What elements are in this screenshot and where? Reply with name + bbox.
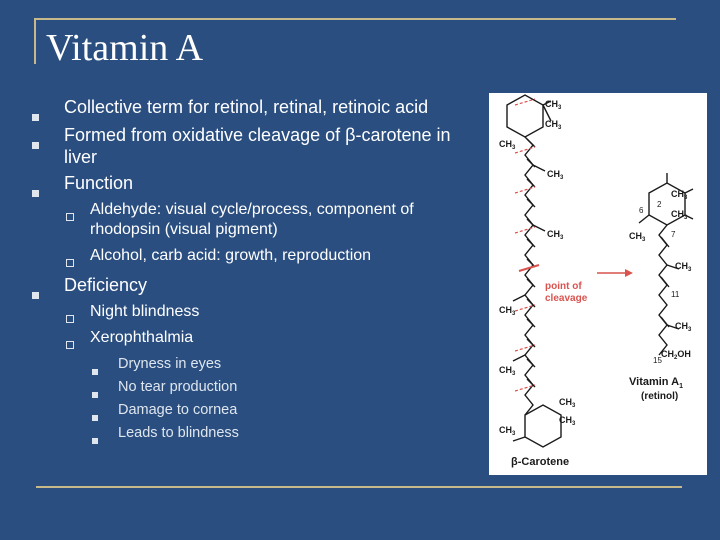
bullet-text: Xerophthalmia <box>90 329 194 346</box>
bullet-list: Collective term for retinol, retinal, re… <box>32 96 482 446</box>
ch3-label: CH3 <box>499 365 516 377</box>
ch3-label: CH3 <box>499 305 516 317</box>
square-bullet-icon <box>32 282 39 304</box>
cleavage-label-line1: point of <box>545 281 582 292</box>
bullet-item: Deficiency <box>32 274 482 299</box>
ch3-label: CH3 <box>671 209 688 221</box>
ch3-label: CH3 <box>629 231 646 243</box>
cleavage-arrow-icon <box>597 269 633 277</box>
cleavage-label-line2: cleavage <box>545 293 588 304</box>
bullet-text: Aldehyde: visual cycle/process, componen… <box>90 201 414 238</box>
top-ring <box>506 94 544 138</box>
bullet-text: Deficiency <box>64 275 148 295</box>
ch3-label: CH3 <box>547 169 564 181</box>
slide-title: Vitamin A <box>46 27 204 69</box>
ch3-label: CH3 <box>675 261 692 273</box>
sub-bullet-item: Xerophthalmia <box>32 328 482 349</box>
ch3-label: CH3 <box>559 415 576 427</box>
outline-square-bullet-icon <box>66 253 74 273</box>
sub-bullet-item: Alcohol, carb acid: growth, reproduction <box>32 246 482 267</box>
bullet-text: No tear production <box>118 379 238 395</box>
bullet-text: Night blindness <box>90 303 200 320</box>
frame-bottom-line <box>36 486 682 488</box>
bullet-text: Damage to cornea <box>118 402 238 418</box>
bottom-ring <box>524 404 562 448</box>
square-bullet-icon <box>92 361 98 381</box>
carbon-number: 11 <box>671 290 680 299</box>
bullet-text: Function <box>64 173 134 193</box>
bullet-item: Formed from oxidative cleavage of β-caro… <box>32 124 482 168</box>
ch3-label: CH3 <box>675 321 692 333</box>
carbon-number: 6 <box>639 206 644 215</box>
square-bullet-icon <box>32 132 39 154</box>
beta-carotene-label: β-Carotene <box>511 456 569 468</box>
bullet-text: Collective term for retinol, retinal, re… <box>64 97 429 117</box>
ch2oh-label: CH2OH <box>661 349 691 361</box>
sub-bullet-item: Night blindness <box>32 302 482 323</box>
carbon-number: 2 <box>657 200 662 209</box>
beta-carotene-cleavage-figure: CH3 CH3 CH3 CH3 CH3 CH3 CH3 CH3 CH3 CH3 … <box>489 93 707 475</box>
ch3-label: CH3 <box>545 119 562 131</box>
bullet-item: Collective term for retinol, retinal, re… <box>32 96 482 121</box>
outline-square-bullet-icon <box>66 335 74 355</box>
sub-bullet-item: Aldehyde: visual cycle/process, componen… <box>32 200 482 240</box>
sub-sub-bullet-item: No tear production <box>32 377 482 398</box>
bullet-text: Leads to blindness <box>118 425 239 441</box>
ch3-label: CH3 <box>545 99 562 111</box>
frame-top-line <box>34 18 676 20</box>
carbon-number: 15 <box>653 356 662 365</box>
ch3-label: CH3 <box>547 229 564 241</box>
carbon-number: 7 <box>671 230 676 239</box>
outline-square-bullet-icon <box>66 309 74 329</box>
vitamin-a-label: Vitamin A1 <box>629 376 683 390</box>
retinol-structure <box>638 173 694 356</box>
ch3-label: CH3 <box>559 397 576 409</box>
beta-carotene-structure <box>506 94 562 448</box>
polyene-chain <box>524 136 534 416</box>
square-bullet-icon <box>32 104 39 126</box>
bullet-text: Alcohol, carb acid: growth, reproduction <box>90 247 372 264</box>
retinol-label: (retinol) <box>641 391 678 402</box>
bullet-text: Dryness in eyes <box>118 356 222 372</box>
ch3-label: CH3 <box>671 189 688 201</box>
bullet-item: Function <box>32 172 482 197</box>
bullet-text: Formed from oxidative cleavage of β-caro… <box>64 125 451 167</box>
square-bullet-icon <box>92 430 98 450</box>
square-bullet-icon <box>92 407 98 427</box>
retinol-chain <box>658 224 668 356</box>
ch3-label: CH3 <box>499 139 516 151</box>
cleavage-marks <box>514 98 540 392</box>
chemical-structure-diagram: CH3 CH3 CH3 CH3 CH3 CH3 CH3 CH3 CH3 CH3 … <box>499 94 694 468</box>
sub-sub-bullet-item: Dryness in eyes <box>32 354 482 375</box>
square-bullet-icon <box>92 384 98 404</box>
frame-left-line <box>34 18 36 64</box>
outline-square-bullet-icon <box>66 207 74 227</box>
sub-sub-bullet-item: Damage to cornea <box>32 400 482 421</box>
sub-sub-bullet-item: Leads to blindness <box>32 423 482 444</box>
ch3-label: CH3 <box>499 425 516 437</box>
square-bullet-icon <box>32 180 39 202</box>
